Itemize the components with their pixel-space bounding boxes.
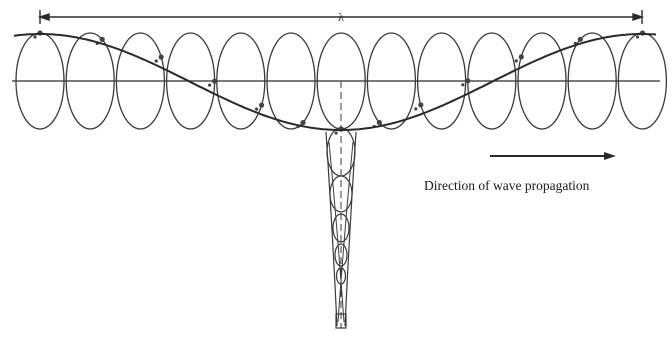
water-particle [99,36,105,43]
water-particle-trail [414,107,418,111]
water-particle [418,102,424,108]
surface-orbit [366,32,417,130]
decay-crossing-line [328,141,354,323]
water-particle [465,78,471,84]
water-particle-trail [255,107,259,111]
water-particle-trail [154,59,158,63]
decay-envelope-line [325,131,357,327]
wavelength-left-arrow [37,13,50,21]
wavelength-label: λ [338,10,344,24]
wave-profile-curve [13,33,657,131]
water-particle [300,120,306,126]
water-particle-trail [208,83,212,87]
decay-orbit [334,243,348,267]
water-particle [376,119,382,126]
direction-label: Direction of wave propagation [424,178,590,193]
surface-orbit [517,32,567,130]
surface-orbit [65,32,115,130]
water-particle-trail [334,131,338,135]
wavelength-right-arrow [632,13,645,21]
surface-orbit [567,32,617,130]
water-particle-trail [461,83,465,87]
water-particle [158,54,164,60]
surface-orbit [115,32,166,130]
direction-arrow [490,152,616,160]
decay-bottom-orbit [335,313,347,329]
water-particle [577,36,583,42]
water-particle [212,78,218,84]
water-particle-trail [514,59,518,63]
water-particle-trail [635,35,640,39]
decay-orbit [332,213,350,243]
water-particle-trail [33,35,37,39]
water-particle [259,102,265,108]
direction-arrow-head [604,152,616,160]
surface-orbit [266,32,316,130]
wavelength-dimension [37,10,645,24]
water-particle [518,54,524,60]
